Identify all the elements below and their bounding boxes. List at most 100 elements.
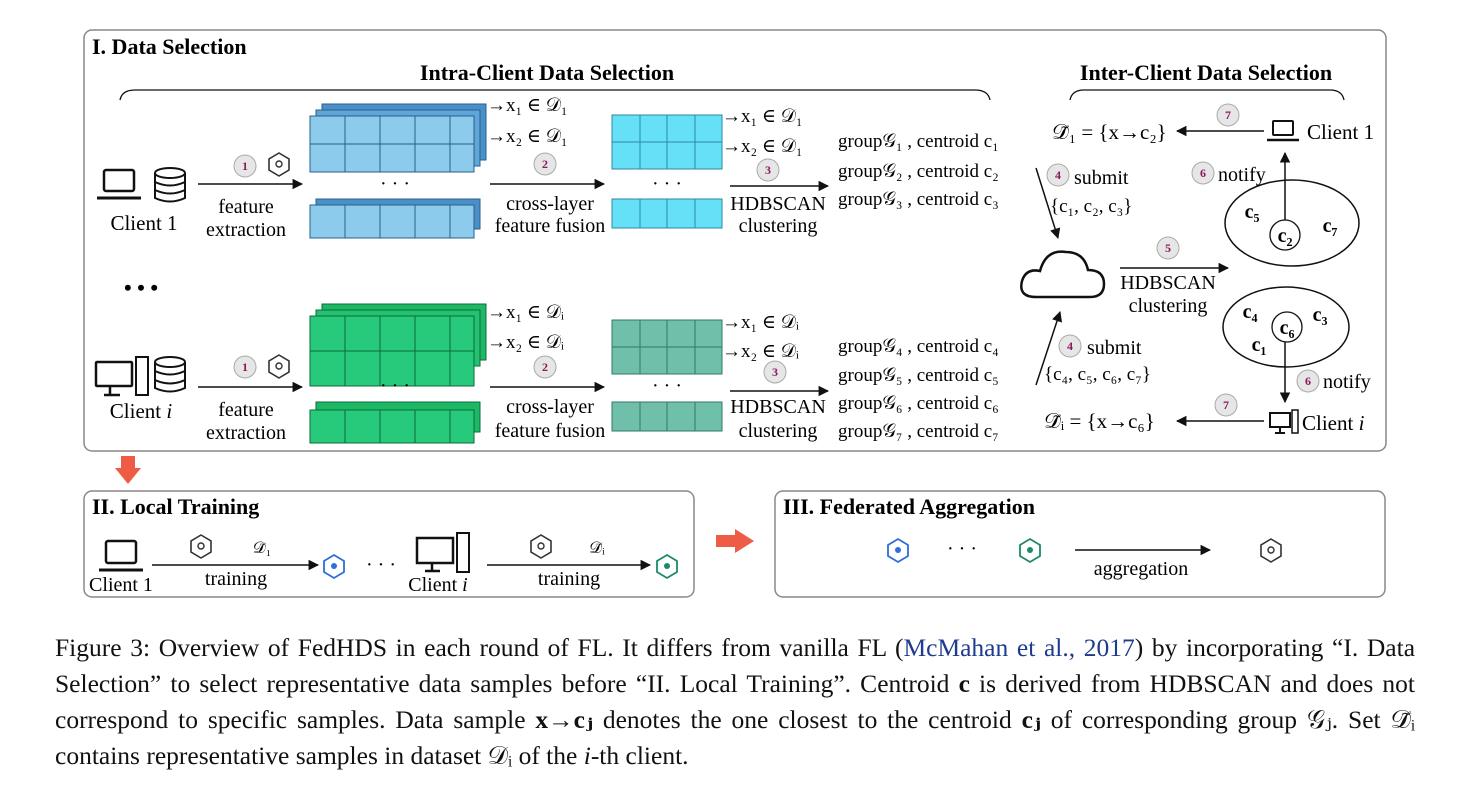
red-arrow-down [115,456,141,484]
group-6-text: group𝒢₆ , centroid c₆ [838,393,999,414]
step-4-badge [1046,163,1070,187]
feature-label: feature [218,196,274,218]
clustering-label: clustering [739,420,818,442]
feature-label: feature [218,399,274,421]
client-1-inter-label: Client 1 [1307,120,1374,144]
grid-ellipsis: · · · [380,375,410,397]
notify-label-top: notify [1218,164,1266,186]
client-1-label: Client 1 [110,211,177,235]
client-i-inter-label: Client i [1302,411,1365,435]
fused-x2-di: →x₂ ∈ 𝒟ᵢ [722,341,799,362]
model-icon-blue [887,537,909,564]
desktop-icon [1269,409,1299,434]
training-label-1: training [205,568,267,590]
submit-label-top: submit [1074,167,1129,189]
model-icon-blue [323,553,345,580]
feature-grid-stack-top [309,103,487,173]
step-4-number: 4 [1067,339,1073,353]
section-local-training-title: II. Local Training [92,494,259,519]
laptop-icon [1267,120,1299,142]
step-5-number: 5 [1165,241,1171,255]
selected-set-di-short: 𝒟̃ᵢ [589,540,605,557]
fused-ellipsis: · · · [652,375,682,397]
section-data-selection-title: I. Data Selection [92,34,247,59]
client-i-label: Client i [110,399,173,423]
step-7-number: 7 [1223,398,1229,412]
group-2-text: group𝒢₂ , centroid c₂ [838,161,999,182]
step-6-number: 6 [1200,166,1206,180]
database-icon [154,356,186,393]
local-training-panel [83,490,695,598]
red-arrow-right [716,529,754,553]
selected-set-d1: 𝒟̃₁ = {x→c₂} [1052,120,1167,144]
fused-ellipsis: · · · [652,173,682,195]
client-i-training-label: Client i [408,574,467,596]
step-3-number: 3 [772,365,778,379]
citation-link[interactable]: McMahan et al., 2017 [903,633,1135,662]
cluster-bottom [1222,286,1350,368]
group-7-text: group𝒢₇ , centroid c₇ [838,421,999,442]
centroid-c4: c₄ [1243,301,1258,323]
training-label-2: training [538,568,600,590]
submit-arrow-top [1035,167,1061,240]
submit-label-bottom: submit [1087,337,1142,359]
fused-x1-di: →x₁ ∈ 𝒟ᵢ [722,312,799,333]
ellipsis-clients: • • • [124,275,158,300]
aggregation-label: aggregation [1094,558,1188,580]
training-ellipsis: · · · [366,554,396,576]
step-3-number: 3 [765,163,771,177]
section-federated-aggregation-title: III. Federated Aggregation [783,494,1035,519]
sample-x2-di: →x₂ ∈ 𝒟ᵢ [487,332,564,353]
model-icon [530,534,552,559]
step-1-number: 1 [242,159,248,173]
federated-aggregation-panel [774,490,1386,598]
step-1-number: 1 [242,360,248,374]
feature-fusion-label: feature fusion [495,215,606,237]
step-2-number: 2 [542,157,548,171]
model-icon [268,354,290,379]
step-3-badge [756,158,780,182]
laptop-icon [97,168,141,200]
centroid-c6: c₆ [1280,317,1295,339]
feature-fusion-label: feature fusion [495,420,606,442]
centroid-c5: c₅ [1245,201,1260,223]
step-3-badge [763,360,787,384]
step-4-number: 4 [1055,168,1061,182]
data-selection-panel [83,29,1387,452]
step-2-badge [533,355,557,379]
extraction-label: extraction [206,219,286,241]
selected-set-d1-short: 𝒟̃₁ [253,540,271,557]
group-1-text: group𝒢₁ , centroid c₁ [838,131,999,152]
feature-grid-stack-bottom-last [309,401,481,444]
cross-layer-label: cross-layer [506,193,594,215]
database-icon [154,167,186,203]
figure-diagram: I. Data Selection Intra-Client Data Sele… [83,29,1387,598]
centroid-c7: c₇ [1323,215,1338,237]
cross-layer-label: cross-layer [506,396,594,418]
sample-x1-d1: →x₁ ∈ 𝒟₁ [487,95,567,116]
sample-x1-di: →x₁ ∈ 𝒟ᵢ [487,302,564,323]
step-7-badge [1216,103,1240,127]
hdbscan-label: HDBSCAN [730,396,826,418]
cloud-icon [1020,250,1106,299]
model-icon [190,534,212,559]
sample-x2-d1: →x₂ ∈ 𝒟₁ [487,126,567,147]
feature-grid-stack-bottom [309,303,487,387]
figure-caption: Figure 3: Overview of FedHDS in each rou… [55,633,1416,770]
step-7-number: 7 [1225,108,1231,122]
step-2-badge [533,152,557,176]
fused-x2-d1: →x₂ ∈ 𝒟₁ [722,136,802,157]
step-5-badge [1156,236,1180,260]
desktop-icon [415,532,470,573]
submit-set-top: {c₁, c₂, c₃} [1050,196,1132,217]
inter-client-title: Inter-Client Data Selection [1080,60,1332,85]
centroid-c6-circle [1271,311,1303,343]
hdbscan-label: HDBSCAN [730,193,826,215]
selected-set-di: 𝒟̃ᵢ = {x→c₆} [1044,409,1155,433]
step-6-badge [1191,161,1215,185]
group-3-text: group𝒢₃ , centroid c₃ [838,189,999,210]
centroid-c2: c₂ [1278,225,1293,247]
grid-ellipsis: · · · [380,173,410,195]
cluster-top [1224,179,1360,267]
model-icon [268,152,290,177]
